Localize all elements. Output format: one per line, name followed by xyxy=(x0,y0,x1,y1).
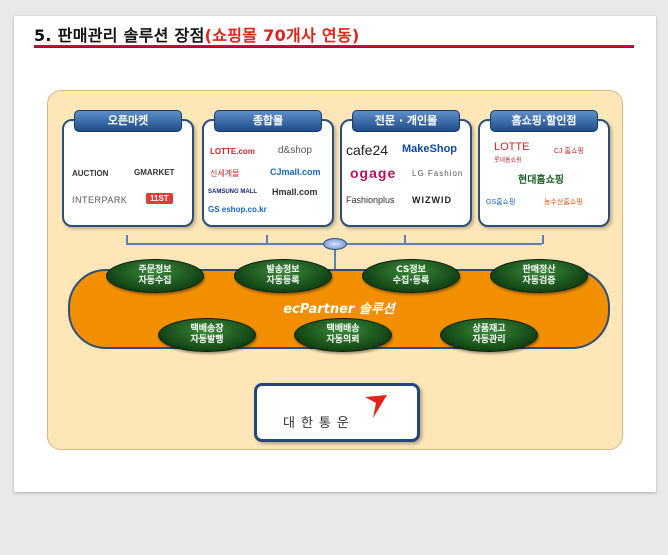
connector-drop-1 xyxy=(126,235,128,244)
logo-auction: AUCTION xyxy=(72,169,109,178)
connector-trunk xyxy=(334,244,336,270)
logo-fashionplus: Fashionplus xyxy=(346,195,395,205)
logo-samsung-mall: SAMSUNG MALL xyxy=(208,189,257,195)
category-general-mall: 종합몰 LOTTE.com d&shop 신세계몰 CJmall.com SAM… xyxy=(202,110,334,227)
logo-cj-homeshopping: CJ 홈쇼핑 xyxy=(554,148,584,155)
category-header: 홈쇼핑·할인점 xyxy=(490,110,598,132)
logo-makeshop: MakeShop xyxy=(402,143,458,155)
pill-line1: 주문정보 xyxy=(138,265,172,275)
pill-line2: 자동검증 xyxy=(522,276,556,286)
pill-line1: 발송정보 xyxy=(266,265,300,275)
pill-line2: 자동수집 xyxy=(138,276,172,286)
connector-drop-4 xyxy=(542,235,544,244)
logo-gseshop: GS eshop.co.kr xyxy=(208,205,267,214)
category-header: 종합몰 xyxy=(214,110,322,132)
logo-cjmall: CJmall.com xyxy=(270,167,321,177)
logo-ogage: ogage xyxy=(350,165,397,181)
connector-drop-2 xyxy=(266,235,268,244)
pill-line2: 자동관리 xyxy=(472,335,506,345)
connector-drop-3 xyxy=(404,235,406,244)
pill-line2: 자동등록 xyxy=(266,276,300,286)
pill-line1: 택배배송 xyxy=(326,324,360,334)
logo-nongsusan-homeshopping: 농수산홈쇼핑 xyxy=(544,199,583,206)
logo-lotte: LOTTE xyxy=(494,141,530,153)
pill-line1: 판매정산 xyxy=(522,265,556,275)
logo-11st: 11ST xyxy=(146,193,173,204)
category-header: 전문 · 개인몰 xyxy=(352,110,460,132)
logo-interpark: INTERPARK xyxy=(72,195,128,205)
logo-hyundai-homeshopping: 현대홈쇼핑 xyxy=(518,175,564,186)
pill-line1: 상품재고 xyxy=(472,324,506,334)
logo-lg-fashion: LG Fashion xyxy=(412,169,464,178)
slide: 5. 판매관리 솔루션 장점(쇼핑몰 70개사 연동) 오픈마켓 AUCTION… xyxy=(14,16,656,492)
pill-line1: CS정보 xyxy=(396,265,426,275)
pill-line2: 자동발행 xyxy=(190,335,224,345)
title-highlight: (쇼핑몰 70개사 연동) xyxy=(204,26,360,45)
logistics-partner-name: 대한통운 xyxy=(283,416,355,431)
pill-line1: 택배송장 xyxy=(190,324,224,334)
logo-dnshop: d&shop xyxy=(278,145,312,156)
title-underline-secondary xyxy=(34,47,634,48)
connector-node xyxy=(323,238,347,250)
logo-gs-homeshopping: GS홈쇼핑 xyxy=(486,199,516,206)
title-main: 5. 판매관리 솔루션 장점 xyxy=(34,26,205,45)
logo-wizwid: WIZWID xyxy=(412,195,452,205)
page-title: 5. 판매관리 솔루션 장점(쇼핑몰 70개사 연동) xyxy=(34,22,360,46)
logo-lotte-homeshopping: 롯데홈쇼핑 xyxy=(494,158,522,164)
logo-shinsegae-mall: 신세계몰 xyxy=(210,169,240,178)
category-home-shopping: 홈쇼핑·할인점 LOTTE 롯데홈쇼핑 CJ 홈쇼핑 현대홈쇼핑 GS홈쇼핑 농… xyxy=(478,110,610,227)
solution-name: ecPartner 솔루션 xyxy=(283,302,395,317)
pill-line2: 수집·등록 xyxy=(392,276,430,286)
pill-line2: 자동의뢰 xyxy=(326,335,360,345)
daehan-tongun-logo-mark xyxy=(365,395,387,418)
category-open-market: 오픈마켓 AUCTION GMARKET INTERPARK 11ST xyxy=(62,110,194,227)
logistics-partner-box: 대한통운 xyxy=(254,383,420,442)
logo-hmall: Hmall.com xyxy=(272,187,318,197)
logo-cafe24: cafe24 xyxy=(346,142,389,158)
title-underline xyxy=(34,45,634,47)
diagram-panel: 오픈마켓 AUCTION GMARKET INTERPARK 11ST 종합몰 … xyxy=(47,90,623,450)
category-specialty-mall: 전문 · 개인몰 cafe24 MakeShop ogage LG Fashio… xyxy=(340,110,472,227)
logo-lotte-com: LOTTE.com xyxy=(210,147,255,156)
category-header: 오픈마켓 xyxy=(74,110,182,132)
logo-gmarket: GMARKET xyxy=(134,168,175,177)
